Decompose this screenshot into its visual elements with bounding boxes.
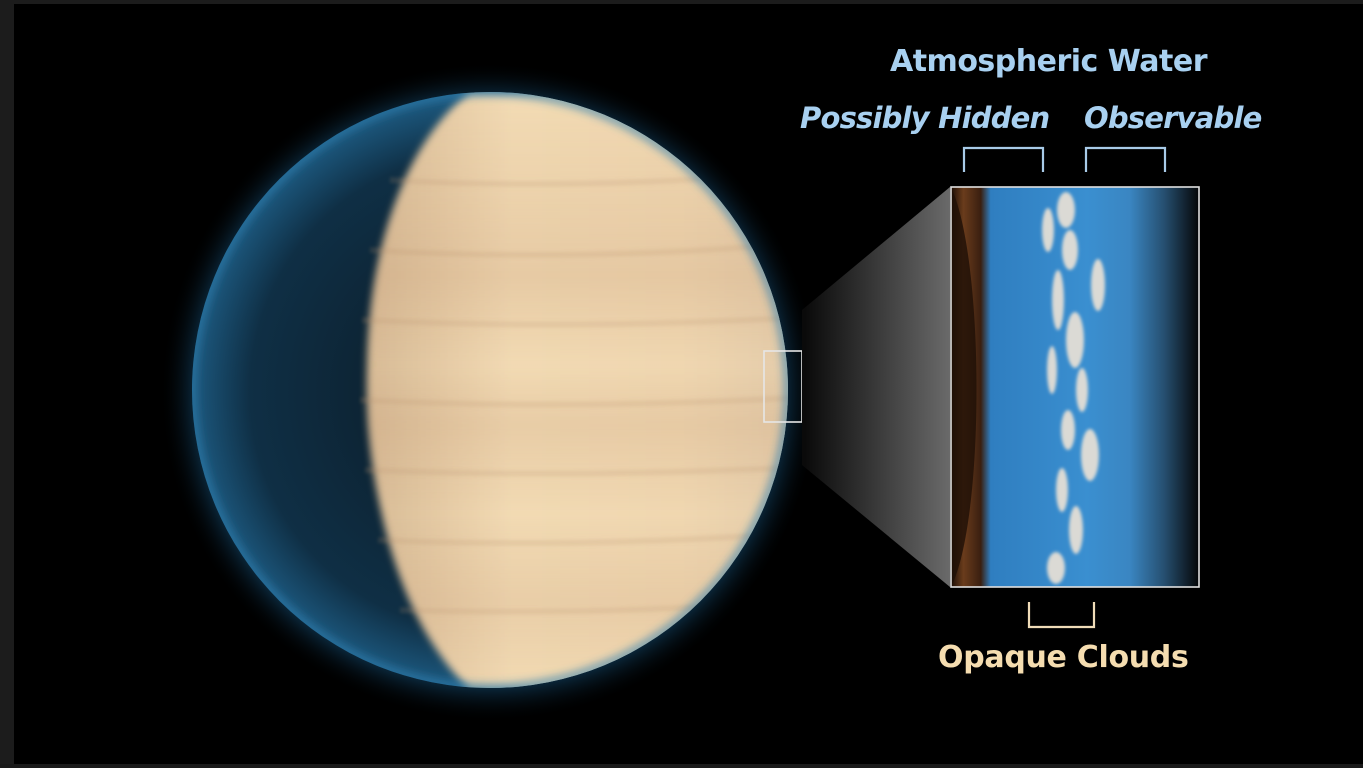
clouds-bracket [1027, 602, 1096, 629]
zoom-cone [802, 187, 950, 587]
possibly-hidden-label: Possibly Hidden [800, 101, 1050, 135]
observable-bracket [1084, 146, 1167, 172]
inset-border [950, 186, 1200, 588]
atmospheric-water-label: Atmospheric Water [890, 44, 1208, 79]
observable-label: Observable [1084, 101, 1262, 135]
cloud-layer [1042, 192, 1105, 584]
inset-panel [950, 186, 1200, 588]
planet-day-side [192, 92, 788, 688]
opaque-clouds-label: Opaque Clouds [938, 640, 1189, 675]
planet [160, 62, 820, 722]
hidden-bracket [962, 146, 1045, 172]
